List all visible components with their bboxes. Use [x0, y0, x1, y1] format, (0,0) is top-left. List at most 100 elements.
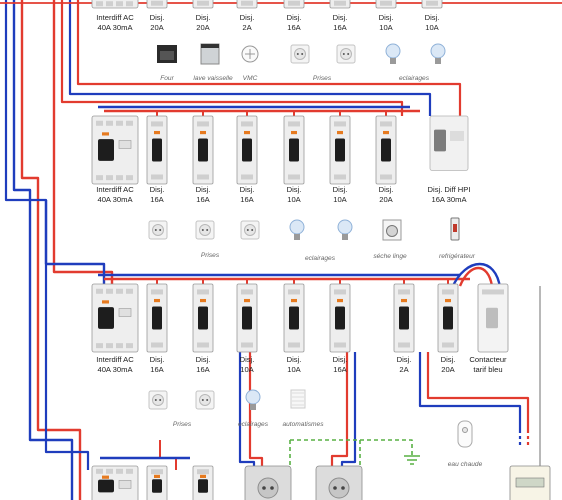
socket-icon [195, 220, 215, 240]
module-label-line: Disj. [333, 13, 348, 22]
row3-breaker-8 [437, 283, 459, 353]
module-label-line: Contacteur [469, 355, 507, 364]
terminal-screw [106, 468, 113, 474]
status-indicator [102, 475, 109, 479]
socket-hole [251, 229, 254, 231]
row1-appliance-caption: VMC [243, 75, 258, 82]
terminal-screw [442, 342, 454, 348]
contactor-loop-neutral [450, 262, 502, 289]
row1-breaker-5 [283, 0, 305, 9]
module-label-line: Disj. [379, 185, 394, 194]
socket-icon [290, 44, 310, 64]
toggle-lever [335, 138, 345, 162]
modules-layer [91, 0, 551, 500]
module-label-line: 10A [379, 23, 393, 32]
module-label-line: Disj. [397, 355, 412, 364]
bulb-glass [385, 43, 401, 59]
status-indicator [383, 130, 389, 135]
heater-tank [457, 420, 473, 448]
toggle-lever [98, 139, 114, 161]
status-indicator [154, 298, 160, 303]
terminal-screw [116, 1, 123, 7]
row2-breaker-7 [375, 115, 397, 185]
row3-module-label-3: Disj.16A [196, 355, 211, 374]
row2-module-label-2: Disj.16A [150, 185, 165, 204]
row1-breaker-6 [329, 0, 351, 9]
row3-module-label-6: Disj.16A [333, 355, 348, 374]
terminal-screw [96, 120, 103, 126]
dishwasher-icon [200, 43, 220, 65]
status-indicator [200, 298, 206, 303]
terminal-screw [241, 121, 253, 127]
module-label-line: Disj. [196, 185, 211, 194]
terminal-screw [334, 0, 346, 6]
module-label-line: Disj. [150, 185, 165, 194]
status-indicator [154, 130, 160, 135]
toggle-lever [152, 306, 162, 330]
bulb-base [342, 234, 348, 240]
socket-hole [154, 229, 157, 231]
row2-module-label-5: Disj.10A [287, 185, 302, 204]
row1-module-label-2: Disj.20A [150, 13, 165, 32]
neutral-trunk [12, 0, 74, 500]
terminal-screw [241, 342, 253, 348]
terminal-screw [151, 0, 163, 6]
socket-hole [201, 229, 204, 231]
bulb-icon [289, 219, 305, 240]
row1-module-label-7: Disj.10A [379, 13, 394, 32]
toggle-lever [152, 138, 162, 162]
row3-appliance-caption: eclairages [238, 421, 269, 428]
status-indicator [102, 300, 109, 304]
module-label-line: Disj. [441, 355, 456, 364]
socket-hole [301, 53, 304, 55]
module-label-line: 2A [242, 23, 252, 32]
row2-module-label-6: Disj.10A [333, 185, 348, 204]
row4-comb-phase [159, 440, 177, 470]
bulb-icon [430, 43, 446, 64]
terminal-screw [96, 288, 103, 294]
row2-group-caption-prises: Prises [201, 252, 220, 259]
bulb-glass [337, 219, 353, 235]
row4-socket_module-4 [244, 465, 292, 500]
neutral-feed-row2 [68, 0, 432, 116]
toggle-lever [98, 307, 114, 329]
terminal-screw [126, 1, 133, 7]
socket-pin-hole [333, 486, 337, 490]
terminal-screw [334, 174, 346, 180]
row2-rcbo-8 [429, 115, 469, 171]
terminal-screw [482, 289, 504, 295]
terminal-screw [241, 174, 253, 180]
terminal-screw [116, 343, 123, 349]
row3-module-label-5: Disj.10A [287, 355, 302, 374]
toggle-lever [443, 306, 453, 330]
row1-module-label-3: Disj.20A [196, 13, 211, 32]
row2-breaker-6 [329, 115, 351, 185]
terminal-screw [126, 468, 133, 474]
bulb-glass [245, 389, 261, 405]
row2-appliance-caption: refrigérateur [439, 253, 476, 260]
toggle-lever [335, 306, 345, 330]
socket-hole [342, 53, 345, 55]
socket-hole [206, 229, 209, 231]
toggle-lever [242, 306, 252, 330]
socket-hole [206, 399, 209, 401]
row1-breaker-8 [421, 0, 443, 9]
row1-appliance-caption: Four [160, 75, 174, 82]
terminal-screw [288, 121, 300, 127]
earth-ground-icon [404, 455, 420, 465]
terminal-screw [106, 288, 113, 294]
terminal-screw [288, 174, 300, 180]
test-button [118, 308, 132, 317]
module-label-line: Disj. [196, 13, 211, 22]
blind-body [290, 389, 306, 409]
dishwasher-panel [201, 44, 219, 48]
vmc-icon [241, 45, 259, 63]
row2-breaker-3 [192, 115, 214, 185]
terminal-screw [126, 343, 133, 349]
row3-module-label-2: Disj.16A [150, 355, 165, 374]
module-label-line: Interdiff AC [96, 185, 134, 194]
terminal-screw [442, 289, 454, 295]
terminal-screw [380, 174, 392, 180]
